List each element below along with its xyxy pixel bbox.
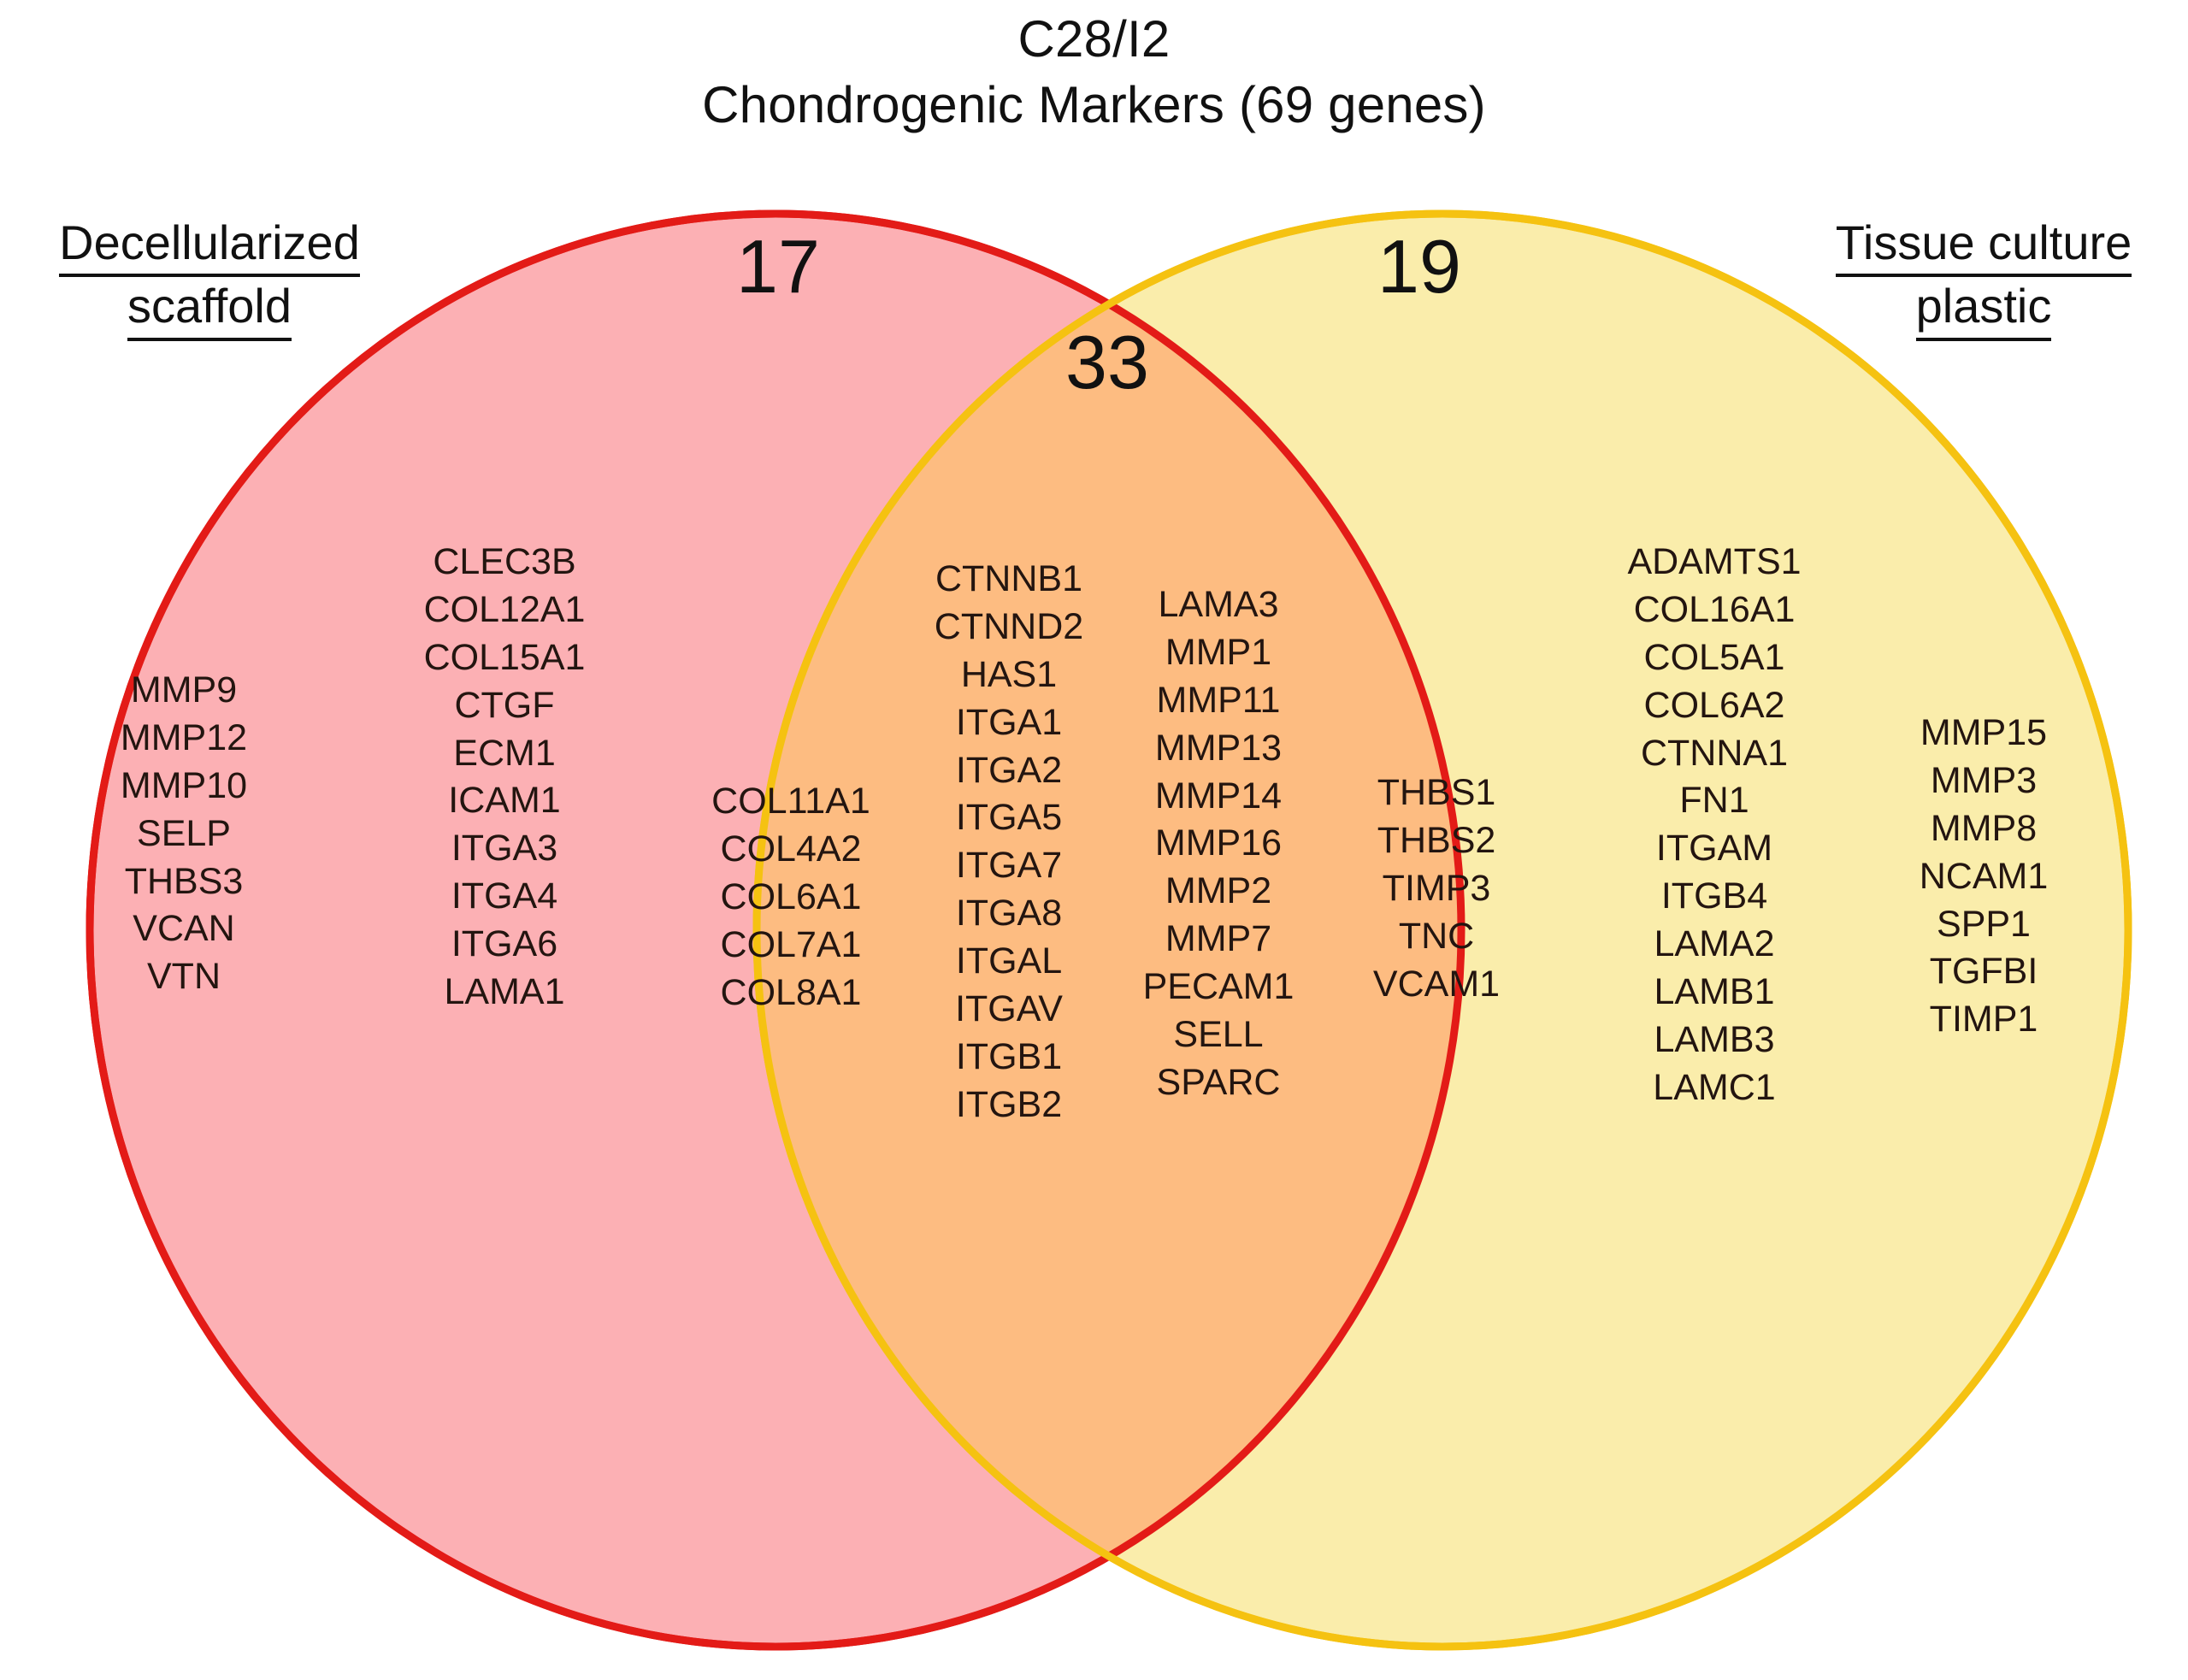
gene-label: ITGAL (955, 940, 1063, 982)
title-line-2: Chondrogenic Markers (69 genes) (702, 75, 1486, 133)
gene-label: COL4A2 (720, 828, 862, 869)
count-left-only: 17 (736, 224, 820, 309)
set-label-right: Tissue culture plastic (1787, 214, 2180, 341)
gene-label: TGFBI (1929, 951, 2038, 993)
gene-label: TIMP1 (1929, 999, 2038, 1040)
gene-label: CTNNA1 (1640, 732, 1789, 774)
gene-label: ITGA3 (451, 828, 558, 869)
gene-label: FN1 (1679, 780, 1749, 822)
gene-label: ITGA7 (955, 845, 1063, 887)
gene-label: COL6A1 (720, 875, 862, 917)
set-label-left-line1: Decellularized (59, 214, 360, 278)
gene-label: MMP3 (1930, 759, 2038, 801)
gene-label: CTNNB1 (935, 558, 1083, 599)
gene-label: MMP12 (120, 716, 248, 758)
gene-label: SPARC (1156, 1061, 1281, 1103)
figure-title: C28/I2 Chondrogenic Markers (69 genes) (0, 7, 2188, 139)
gene-label: COL15A1 (423, 636, 586, 678)
gene-label: ITGAV (955, 988, 1063, 1030)
gene-label: COL12A1 (423, 588, 586, 630)
gene-label: MMP8 (1930, 807, 2038, 849)
gene-label: ITGA2 (955, 749, 1063, 791)
gene-label: HAS1 (960, 653, 1058, 695)
gene-label: TIMP3 (1382, 867, 1491, 909)
gene-label: THBS3 (124, 860, 244, 902)
gene-label: LAMC1 (1653, 1066, 1776, 1108)
gene-label: MMP16 (1154, 822, 1283, 864)
gene-label: MMP1 (1165, 631, 1272, 673)
gene-label: ICAM1 (448, 780, 561, 822)
gene-label: ITGB4 (1660, 875, 1768, 917)
set-label-left-line2: scaffold (127, 277, 292, 341)
gene-label: CTNND2 (934, 605, 1084, 647)
gene-label: COL6A2 (1643, 684, 1785, 726)
gene-label: MMP10 (120, 764, 248, 806)
gene-label: SELL (1173, 1014, 1264, 1056)
gene-label: ECM1 (453, 732, 556, 774)
gene-label: COL11A1 (711, 781, 870, 822)
title-line-1: C28/I2 (1017, 10, 1171, 68)
gene-label: MMP7 (1165, 918, 1272, 960)
gene-label: ITGAM (1655, 828, 1773, 869)
gene-label: ADAMTS1 (1627, 541, 1802, 582)
gene-label: LAMA3 (1158, 584, 1279, 625)
gene-label: SELP (137, 812, 231, 854)
gene-label: COL5A1 (1643, 636, 1785, 678)
gene-label: VTN (147, 956, 221, 998)
gene-label: MMP9 (130, 669, 238, 710)
set-label-right-line1: Tissue culture (1835, 214, 2132, 278)
gene-label: MMP14 (1154, 775, 1283, 816)
gene-label: CLEC3B (433, 541, 576, 582)
venn-circle-left-outline (86, 209, 1466, 1651)
set-label-right-line2: plastic (1915, 277, 2052, 341)
gene-label: VCAM1 (1372, 963, 1501, 1005)
gene-label: SPP1 (1937, 903, 2031, 945)
gene-label: MMP11 (1156, 679, 1281, 721)
venn-circle-right-outline (752, 209, 2132, 1651)
gene-label: ITGB2 (955, 1083, 1063, 1125)
gene-label: THBS1 (1377, 772, 1496, 813)
gene-label: MMP2 (1165, 870, 1272, 912)
gene-label: LAMB3 (1654, 1018, 1775, 1060)
gene-label: LAMA1 (444, 971, 565, 1013)
gene-label: ITGA4 (451, 875, 558, 917)
gene-label: COL16A1 (1633, 588, 1796, 630)
gene-label: ITGA1 (955, 701, 1063, 743)
gene-label: ITGA6 (451, 923, 558, 965)
gene-label: VCAN (133, 908, 235, 950)
gene-label: PECAM1 (1142, 966, 1295, 1008)
gene-label: ITGA8 (955, 893, 1063, 934)
gene-label: ITGB1 (955, 1035, 1063, 1077)
gene-label: NCAM1 (1919, 855, 2049, 897)
gene-label: COL7A1 (720, 923, 862, 965)
gene-label: MMP13 (1154, 727, 1283, 769)
gene-label: ITGA5 (955, 797, 1063, 839)
gene-label: TNC (1398, 915, 1475, 957)
count-intersection: 33 (1065, 320, 1149, 404)
venn-intersection-region (757, 214, 1461, 1647)
count-right-only: 19 (1377, 224, 1461, 309)
set-label-left: Decellularized scaffold (9, 214, 410, 341)
gene-label: LAMA2 (1654, 923, 1775, 965)
gene-label: MMP15 (1920, 712, 2048, 753)
gene-label: THBS2 (1377, 819, 1496, 861)
gene-label: CTGF (454, 684, 555, 726)
gene-label: LAMB1 (1654, 971, 1775, 1013)
gene-label: COL8A1 (720, 971, 862, 1013)
